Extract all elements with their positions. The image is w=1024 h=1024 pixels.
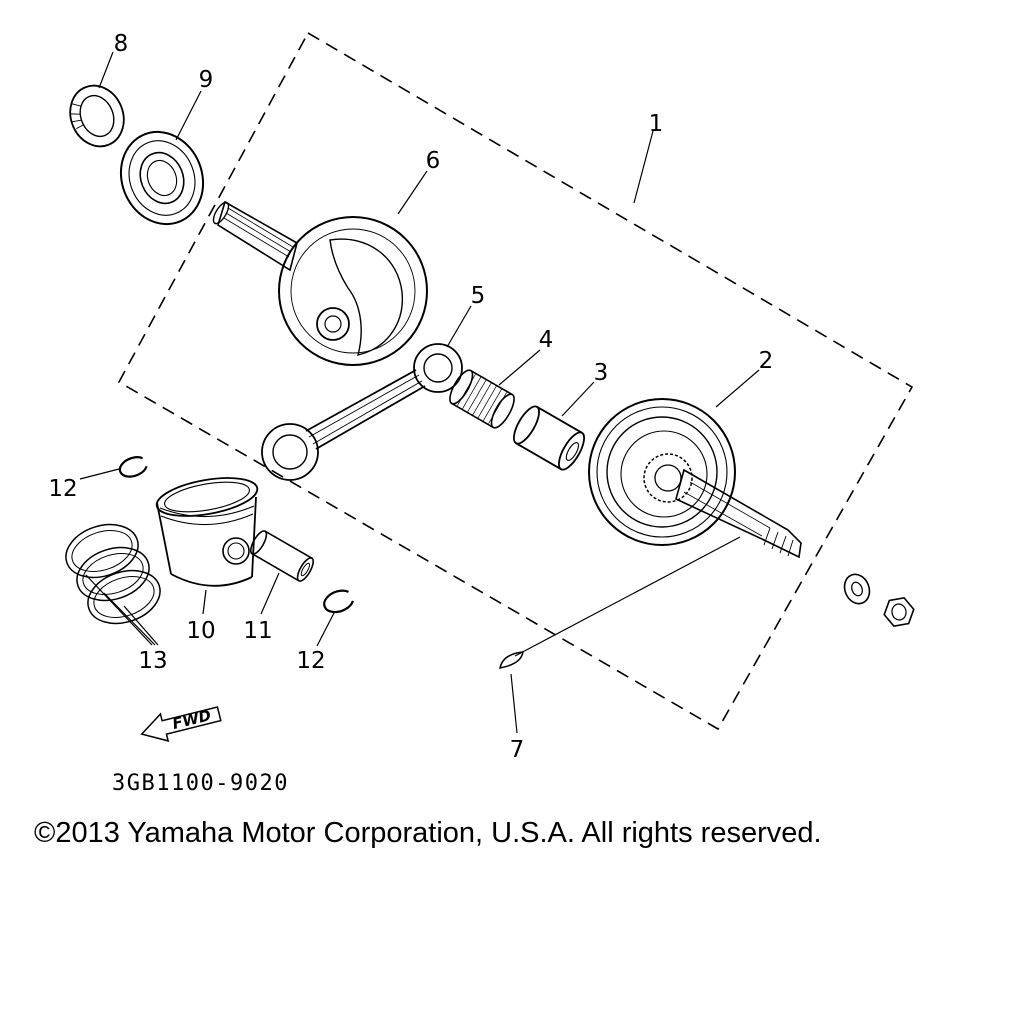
part-11-piston-pin	[250, 530, 314, 582]
callout-12-bottom: 12	[296, 648, 325, 674]
fwd-label: FWD	[170, 706, 212, 733]
part-5-connecting-rod	[261, 343, 463, 481]
part-12-circlip-top	[118, 456, 148, 478]
callout-7: 7	[510, 737, 525, 763]
callout-4: 4	[539, 327, 554, 353]
part-9-bearing	[119, 130, 205, 226]
callout-5: 5	[471, 283, 486, 309]
washer	[843, 573, 871, 605]
part-4-needle-bearing	[449, 369, 515, 429]
callout-2: 2	[759, 348, 774, 374]
leader-lines	[79, 51, 760, 734]
part-3-crank-pin	[513, 405, 585, 471]
part-6-crank-left	[212, 200, 428, 366]
callout-11: 11	[243, 618, 272, 644]
callout-9: 9	[199, 67, 214, 93]
part-12-circlip-bottom	[323, 589, 354, 614]
callout-1: 1	[649, 111, 664, 137]
part-8-oil-seal	[69, 84, 125, 148]
part-2-crank-right	[588, 398, 802, 559]
callouts: 1 2 3 4 5 6 7 8 9 10 11 12 12 13	[48, 31, 773, 763]
assembly-boundary-dashed-box	[117, 31, 914, 731]
part-13-piston-rings	[65, 523, 161, 625]
callout-3: 3	[594, 360, 609, 386]
callout-10: 10	[186, 618, 215, 644]
diagram-code: 3GB1100-9020	[112, 771, 289, 796]
callout-8: 8	[114, 31, 129, 57]
callout-6: 6	[426, 148, 441, 174]
part-10-piston	[155, 477, 259, 587]
nut	[883, 597, 915, 627]
copyright-text: ©2013 Yamaha Motor Corporation, U.S.A. A…	[34, 817, 822, 849]
part-7-woodruff-key	[499, 651, 524, 669]
callout-12-top: 12	[48, 476, 77, 502]
callout-13: 13	[138, 648, 167, 674]
fwd-arrow: FWD	[140, 706, 222, 742]
